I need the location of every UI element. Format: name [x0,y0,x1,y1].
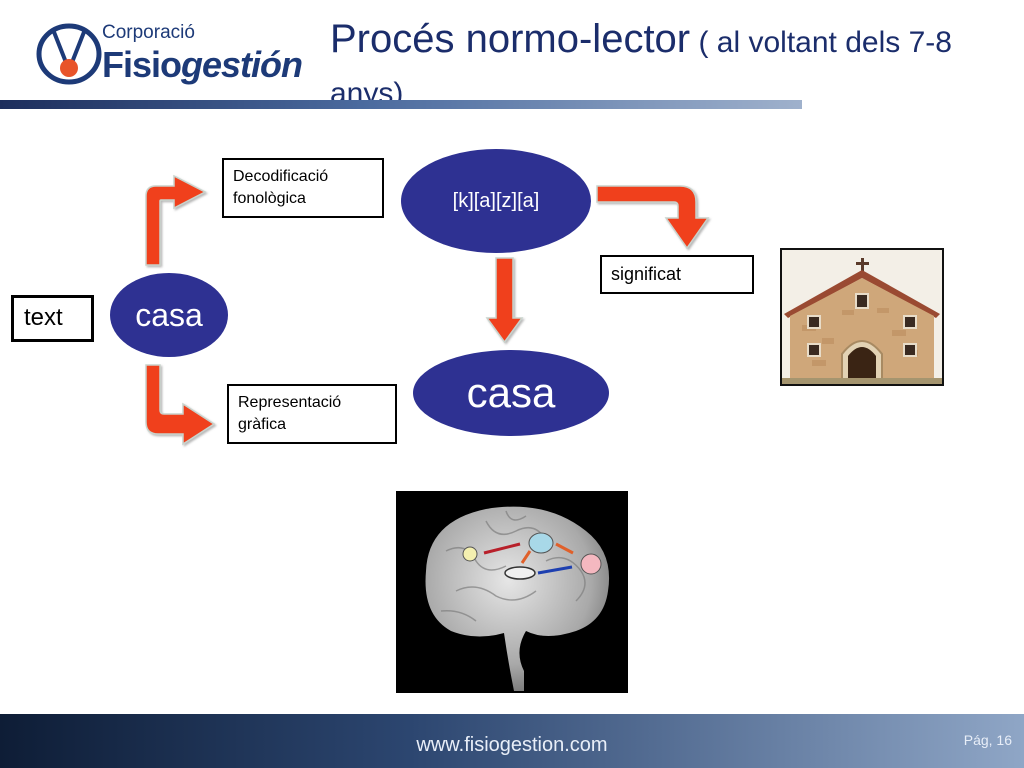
casa-large-ellipse: casa [413,350,609,436]
slide-title-sub: ( al voltant dels 7-8 anys) [330,26,952,110]
logo-brand-part-b: gestión [181,44,303,85]
phonemes-label: [k][a][z][a] [452,189,540,212]
arrow-phonemes-to-casa [485,257,524,344]
footer-url[interactable]: www.fisiogestion.com [416,734,608,756]
representation-box: Representació gràfica [227,384,397,444]
decodification-box: Decodificació fonològica [222,158,384,218]
house-illustration-icon [782,250,942,384]
meaning-box: significat [600,255,754,294]
slide-title: Procés normo-lector ( al voltant dels 7-… [330,16,1024,122]
house-image [780,248,944,386]
page-number: Pág, 16 [963,732,1012,748]
text-box: text [11,295,94,342]
casa-small-ellipse: casa [110,273,228,357]
logo-emblem-icon [36,23,102,85]
logo [30,16,320,92]
casa-small-label: casa [135,296,203,333]
arrow-to-representation [145,364,216,446]
arrow-to-decodification [145,174,207,266]
logo-brand-name: Fisiogestión [102,44,303,86]
brain-scan-icon [425,506,610,691]
slide-title-main: Procés normo-lector [330,17,691,61]
phonemes-ellipse: [k][a][z][a] [401,149,591,253]
arrow-phonemes-to-meaning [596,185,710,250]
footer-bar [0,714,1024,768]
title-underline-bar [0,100,802,109]
casa-large-label: casa [466,369,556,416]
brain-image [396,491,628,693]
logo-brand-part-a: Fisio [102,44,182,85]
logo-company-label: Corporació [102,22,195,43]
